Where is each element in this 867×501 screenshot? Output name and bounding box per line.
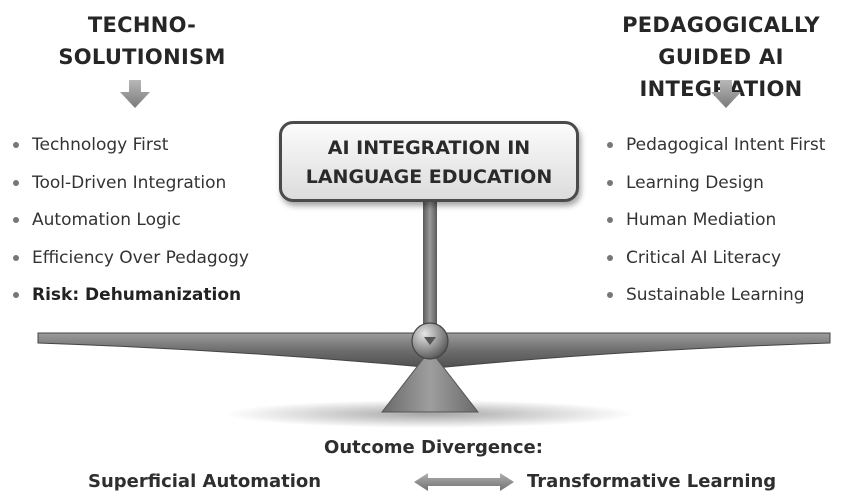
left-points-list: Technology First Tool-Driven Integration… xyxy=(10,135,249,323)
double-arrow-icon xyxy=(414,473,514,491)
outcome-title: Outcome Divergence: xyxy=(324,437,543,458)
central-title-box: AI INTEGRATION IN LANGUAGE EDUCATION xyxy=(279,121,579,202)
pivot-marker-icon xyxy=(424,337,436,345)
list-item: Human Mediation xyxy=(604,210,825,248)
down-arrow-icon xyxy=(711,80,741,108)
list-item: Tool-Driven Integration xyxy=(10,173,249,211)
list-item: Efficiency Over Pedagogy xyxy=(10,248,249,286)
balance-scale-icon xyxy=(37,200,831,428)
right-heading-line-1: PEDAGOGICALLY xyxy=(622,13,820,37)
scale-pole xyxy=(423,200,437,330)
list-item: Learning Design xyxy=(604,173,825,211)
left-heading: TECHNO- SOLUTIONISM xyxy=(42,9,242,73)
list-item-risk: Risk: Dehumanization xyxy=(10,285,249,323)
list-item: Pedagogical Intent First xyxy=(604,135,825,173)
left-heading-line-1: TECHNO- xyxy=(87,13,197,37)
central-title-line-2: LANGUAGE EDUCATION xyxy=(305,166,553,188)
list-item: Technology First xyxy=(10,135,249,173)
scale-base xyxy=(380,349,480,413)
outcome-left-label: Superficial Automation xyxy=(88,471,322,492)
list-item: Sustainable Learning xyxy=(604,285,825,323)
left-heading-line-2: SOLUTIONISM xyxy=(58,45,226,69)
down-arrow-icon xyxy=(120,80,150,108)
outcome-right-label: Transformative Learning xyxy=(527,471,777,492)
list-item: Automation Logic xyxy=(10,210,249,248)
list-item: Critical AI Literacy xyxy=(604,248,825,286)
scale-shadow xyxy=(225,400,635,428)
central-title-line-1: AI INTEGRATION IN xyxy=(327,137,531,159)
right-points-list: Pedagogical Intent First Learning Design… xyxy=(604,135,825,323)
